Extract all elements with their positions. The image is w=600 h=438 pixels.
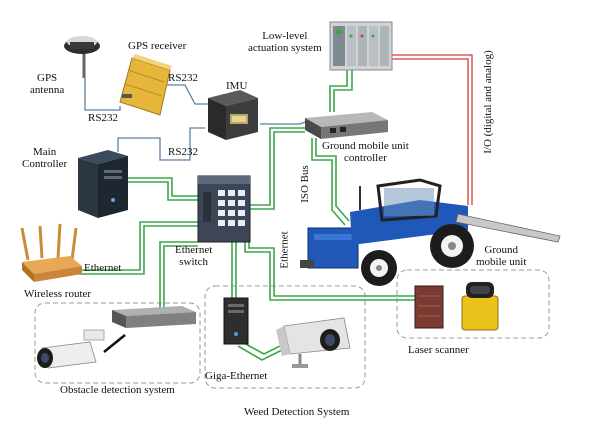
server-icon (223, 297, 249, 345)
rs232-label-receiver: RS232 (168, 72, 198, 84)
rs232-label-antenna: RS232 (88, 112, 118, 124)
ground-mobile-unit-label: Ground mobile unit (476, 244, 527, 268)
gps-antenna-label: GPS antenna (30, 72, 65, 96)
ground-controller-icon (305, 112, 388, 139)
imu-label: IMU (226, 80, 248, 92)
camera-icon (37, 329, 126, 369)
gps-antenna-icon (64, 36, 100, 78)
imu-icon (208, 90, 258, 140)
wireless-router-label: Wireless router (24, 288, 92, 300)
weed-detection-label: Weed Detection System (244, 406, 350, 418)
io-label: I/O (digital and analog) (482, 50, 494, 154)
gps-receiver-icon (119, 54, 172, 116)
computer-unit-icon (112, 306, 196, 328)
laser-scanner-label: Laser scanner (408, 344, 469, 356)
ethernet-label-router: Ethernet (84, 262, 122, 274)
ethernet-switch-label: Ethernet switch (175, 244, 213, 268)
laser-scanner-icon (461, 282, 499, 331)
gps-receiver-label: GPS receiver (128, 40, 187, 52)
weed-group-box (204, 285, 366, 389)
main-controller-label: Main Controller (22, 146, 68, 170)
low-level-actuation-label: Low-level actuation system (248, 30, 322, 54)
tractor-icon (300, 178, 561, 286)
rs232-label-imu: RS232 (168, 146, 198, 158)
serial-links (84, 78, 306, 161)
laser-group-box (396, 269, 550, 339)
iso-bus-label: ISO Bus (298, 165, 311, 203)
ground-controller-label: Ground mobile unit controller (322, 140, 409, 164)
obstacle-detection-label: Obstacle detection system (60, 384, 175, 396)
giga-ethernet-label: Giga-Ethernet (205, 370, 268, 382)
server-icon (414, 285, 444, 329)
obstacle-group-box (34, 302, 201, 384)
camera-icon (276, 317, 351, 368)
router-icon (20, 223, 82, 282)
ethernet-label-vertical: Ethernet (278, 231, 291, 269)
network-switch-icon (197, 175, 251, 243)
pc-tower-icon (78, 150, 128, 218)
io-links (392, 54, 473, 205)
plc-icon (329, 21, 393, 71)
